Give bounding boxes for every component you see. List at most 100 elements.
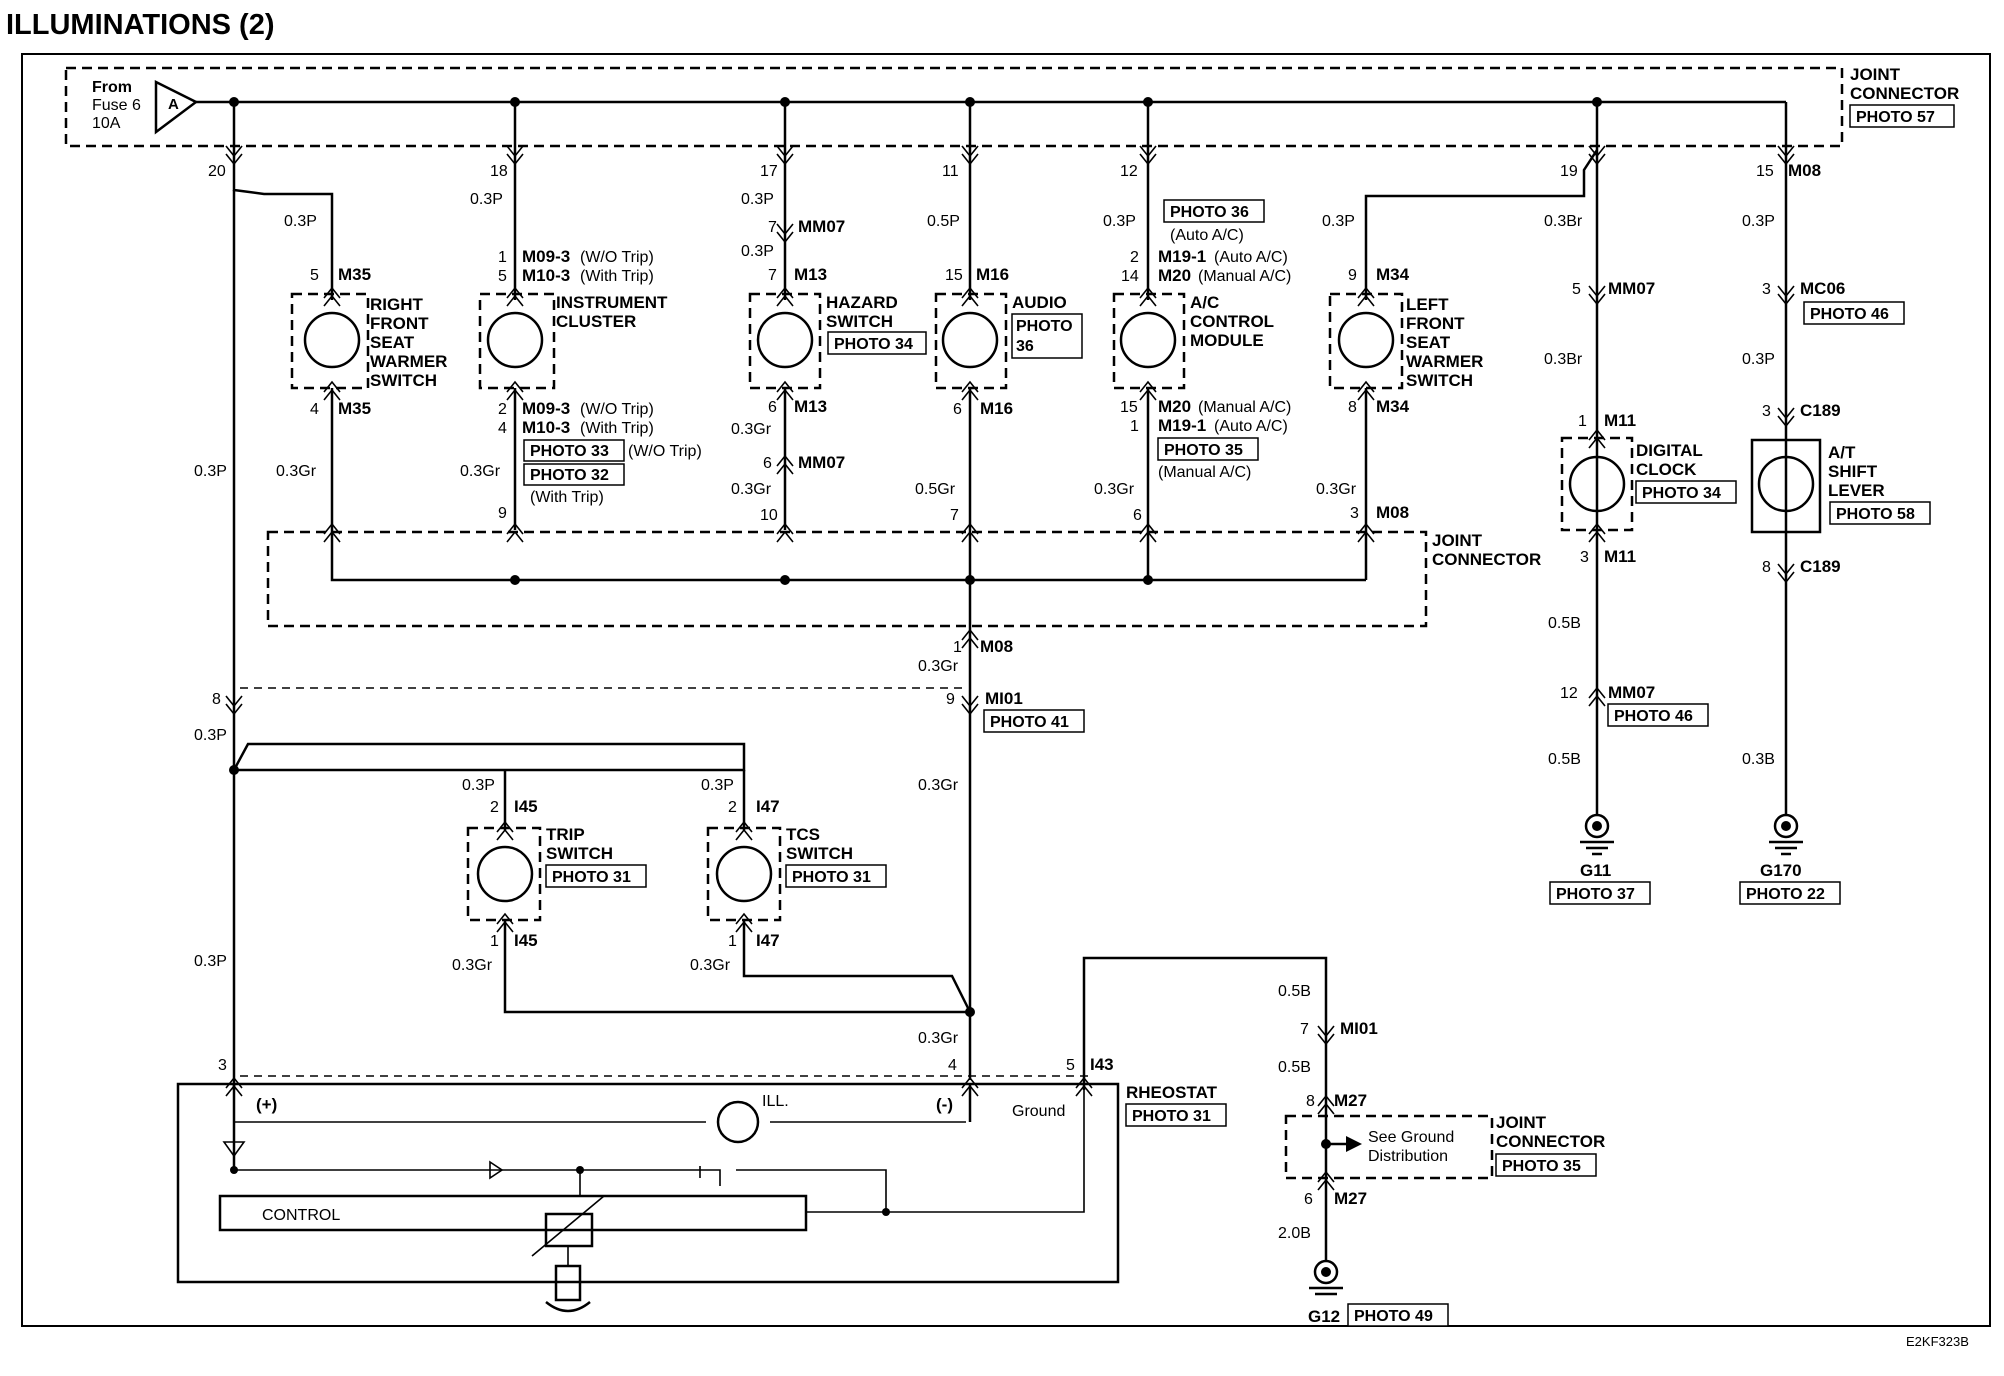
svg-text:PHOTO 22: PHOTO 22 — [1746, 886, 1825, 903]
svg-text:8: 8 — [1762, 559, 1771, 576]
svg-text:6: 6 — [1304, 1191, 1313, 1208]
svg-text:3: 3 — [1762, 403, 1771, 420]
svg-text:6: 6 — [763, 455, 772, 472]
svg-text:PHOTO 49: PHOTO 49 — [1354, 1308, 1433, 1325]
bulb-icon — [1568, 455, 1626, 513]
svg-text:0.3Br: 0.3Br — [1544, 351, 1583, 368]
digital-clock-circuit: 19 0.3Br 5 MM07 0.3Br 1 M11 DIGITAL CLOC… — [1544, 150, 1737, 905]
svg-text:M20: M20 — [1158, 266, 1191, 285]
connector-chevron-icon — [1139, 286, 1157, 307]
svg-text:CONNECTOR: CONNECTOR — [1850, 84, 1959, 103]
svg-text:PHOTO 35: PHOTO 35 — [1502, 1158, 1581, 1175]
svg-text:8: 8 — [1348, 399, 1357, 416]
bulb-icon — [486, 311, 544, 369]
connector-chevron-icon — [225, 145, 243, 166]
svg-text:M16: M16 — [976, 265, 1009, 284]
svg-text:MI01: MI01 — [1340, 1019, 1378, 1038]
svg-text:G170: G170 — [1760, 861, 1802, 880]
svg-text:(With Trip): (With Trip) — [580, 268, 654, 285]
svg-text:M09-3: M09-3 — [522, 399, 570, 418]
svg-text:DIGITAL: DIGITAL — [1636, 441, 1703, 460]
audio-circuit: 11 0.5P 15 M16 AUDIO PHOTO 36 6 M16 0.5G… — [915, 150, 1085, 1080]
right-front-seat-warmer-circuit: 20 0.3P 5 M35 RIGHT FRONT SEAT WARMER SW… — [194, 150, 447, 1090]
svg-text:AUDIO: AUDIO — [1012, 293, 1067, 312]
svg-text:MM07: MM07 — [798, 453, 845, 472]
left-front-seat-warmer-circuit: 0.3P 9 M34 LEFT FRONT SEAT WARMER SWITCH… — [1316, 149, 1599, 580]
svg-text:FRONT: FRONT — [370, 314, 429, 333]
svg-text:G11: G11 — [1580, 861, 1611, 880]
bulb-icon — [1337, 311, 1395, 369]
svg-text:JOINT: JOINT — [1496, 1113, 1547, 1132]
connector-chevron-icon — [1075, 1076, 1093, 1097]
svg-text:CLUSTER: CLUSTER — [556, 312, 636, 331]
connector-chevron-icon — [961, 380, 979, 401]
svg-text:PHOTO 33: PHOTO 33 — [530, 443, 609, 460]
diagram-code: E2KF323B — [1906, 1334, 1969, 1349]
svg-text:0.3P: 0.3P — [701, 777, 734, 794]
svg-text:MM07: MM07 — [1608, 279, 1655, 298]
connector-chevron-icon — [776, 454, 794, 475]
svg-text:PHOTO: PHOTO — [1016, 318, 1073, 335]
svg-text:1: 1 — [490, 933, 499, 950]
connector-chevron-icon — [1777, 285, 1795, 306]
fuse-triangle-icon — [154, 79, 199, 135]
illumination-bulb-icon — [716, 1100, 760, 1144]
svg-text:2: 2 — [728, 799, 737, 816]
svg-text:9: 9 — [1348, 267, 1357, 284]
svg-text:12: 12 — [1120, 163, 1138, 180]
svg-text:PHOTO 46: PHOTO 46 — [1810, 306, 1889, 323]
svg-text:PHOTO 46: PHOTO 46 — [1614, 708, 1693, 725]
svg-text:0.3Gr: 0.3Gr — [452, 957, 493, 974]
svg-text:M16: M16 — [980, 399, 1013, 418]
svg-text:8: 8 — [212, 691, 221, 708]
svg-text:0.5B: 0.5B — [1278, 983, 1311, 1000]
connector-chevron-icon — [735, 820, 753, 841]
svg-text:M27: M27 — [1334, 1189, 1367, 1208]
svg-text:FRONT: FRONT — [1406, 314, 1465, 333]
svg-text:RIGHT: RIGHT — [370, 295, 424, 314]
svg-text:12: 12 — [1560, 685, 1578, 702]
svg-text:(W/O Trip): (W/O Trip) — [580, 249, 654, 266]
svg-text:PHOTO 37: PHOTO 37 — [1556, 886, 1635, 903]
ground-icon — [1773, 813, 1799, 839]
connector-chevron-icon — [1588, 285, 1606, 306]
svg-text:0.3P: 0.3P — [1103, 213, 1136, 230]
connector-chevron-icon — [1139, 522, 1157, 543]
svg-text:PHOTO 31: PHOTO 31 — [792, 869, 871, 886]
connector-chevron-icon — [961, 145, 979, 166]
svg-text:JOINT: JOINT — [1432, 531, 1483, 550]
connector-chevron-icon — [1588, 522, 1606, 543]
bulb-icon — [303, 311, 361, 369]
svg-text:4: 4 — [310, 401, 319, 418]
hazard-switch-circuit: 17 0.3P 7 MM07 0.3P 7 M13 HAZARD SWITCH … — [731, 150, 927, 530]
svg-text:7: 7 — [768, 219, 777, 236]
svg-text:M34: M34 — [1376, 397, 1410, 416]
svg-text:0.5B: 0.5B — [1548, 615, 1581, 632]
svg-text:0.3P: 0.3P — [194, 463, 227, 480]
svg-text:G12: G12 — [1308, 1307, 1340, 1326]
connector-chevron-icon — [776, 286, 794, 307]
svg-text:M13: M13 — [794, 397, 827, 416]
rheostat-knob-icon — [554, 1264, 582, 1302]
svg-text:0.3Gr: 0.3Gr — [731, 481, 772, 498]
svg-text:PHOTO 31: PHOTO 31 — [1132, 1108, 1211, 1125]
svg-text:SWITCH: SWITCH — [826, 312, 893, 331]
bulb-icon — [1119, 311, 1177, 369]
svg-text:INSTRUMENT: INSTRUMENT — [556, 293, 668, 312]
svg-text:2: 2 — [1130, 249, 1139, 266]
tcs-switch-circuit: 0.3P 2 I47 TCS SWITCH PHOTO 31 1 I47 0.3… — [690, 770, 975, 1017]
svg-text:3: 3 — [1580, 549, 1589, 566]
svg-text:0.3Gr: 0.3Gr — [731, 421, 772, 438]
connector-chevron-icon — [1777, 563, 1795, 584]
svg-text:TRIP: TRIP — [546, 825, 585, 844]
svg-text:0.5B: 0.5B — [1548, 751, 1581, 768]
svg-text:M34: M34 — [1376, 265, 1410, 284]
svg-text:0.3P: 0.3P — [1742, 351, 1775, 368]
at-shift-lever-circuit: 15 M08 0.3P 3 MC06 PHOTO 46 0.3P 3 C189 … — [1739, 150, 1931, 905]
connector-chevron-icon — [1139, 380, 1157, 401]
svg-text:C189: C189 — [1800, 401, 1841, 420]
svg-text:PHOTO 32: PHOTO 32 — [530, 467, 609, 484]
svg-text:0.3Br: 0.3Br — [1544, 213, 1583, 230]
svg-text:4: 4 — [498, 420, 507, 437]
connector-chevron-icon — [961, 286, 979, 307]
